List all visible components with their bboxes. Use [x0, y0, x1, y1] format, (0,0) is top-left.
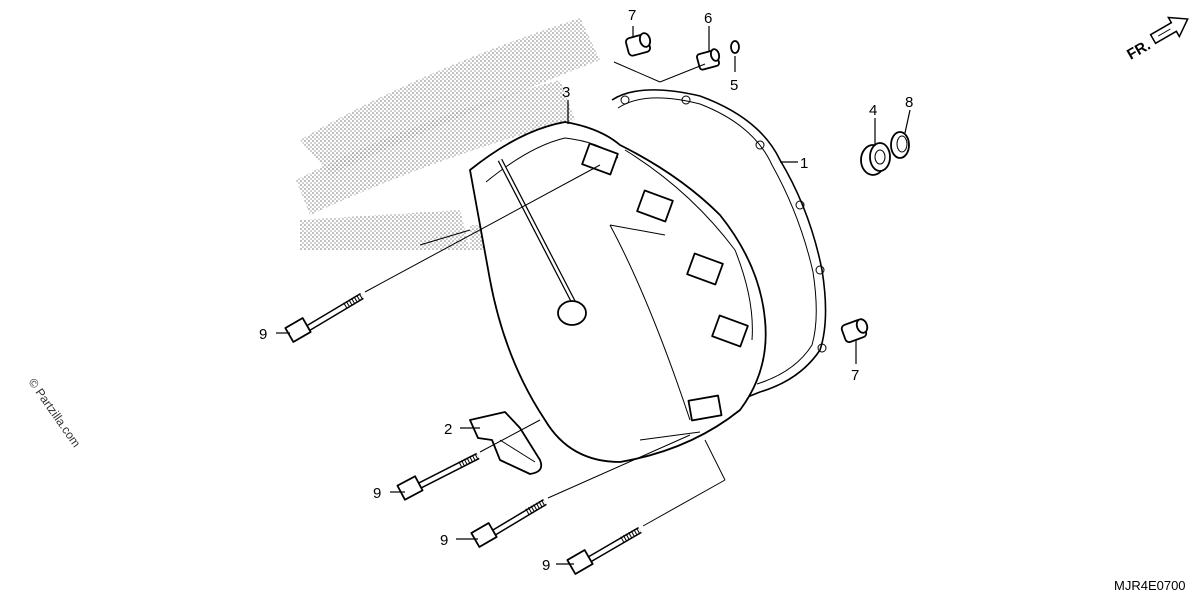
flange-bolt-1 — [284, 292, 364, 343]
callout-9-c: 9 — [440, 532, 448, 549]
collar — [696, 48, 721, 71]
snap-ring — [890, 131, 910, 159]
callout-9-d: 9 — [542, 557, 550, 574]
callout-3: 3 — [562, 84, 570, 101]
front-direction-label: FR. — [1124, 37, 1153, 64]
flange-bolt-2 — [396, 452, 480, 501]
callout-9-a: 9 — [259, 326, 267, 343]
o-ring — [730, 40, 740, 54]
callout-7-top: 7 — [628, 7, 636, 24]
leader-lines — [276, 26, 911, 565]
dowel-pin-right — [840, 318, 869, 343]
cover-gasket — [611, 89, 827, 441]
flange-bolt-3 — [470, 498, 547, 548]
watermark: © Partzilla.com — [26, 376, 84, 450]
callout-7-right: 7 — [851, 367, 859, 384]
callout-4: 4 — [869, 102, 877, 119]
clutch-cover — [469, 121, 767, 463]
diagram-code: MJR4E0700 — [1114, 578, 1186, 593]
arrow-right-icon — [1149, 16, 1189, 45]
callout-6: 6 — [704, 10, 712, 27]
bearing — [860, 142, 891, 176]
callouts: 7 6 5 3 1 4 8 7 9 2 9 9 9 — [259, 7, 913, 574]
callout-1: 1 — [800, 155, 808, 172]
front-direction-indicator: FR. — [1124, 16, 1189, 64]
flange-bolt-4 — [566, 526, 642, 575]
callout-8: 8 — [905, 94, 913, 111]
callout-2: 2 — [444, 421, 452, 438]
callout-9-b: 9 — [373, 485, 381, 502]
dowel-pin-top — [625, 32, 652, 57]
callout-5: 5 — [730, 77, 738, 94]
gasket-bolt-holes — [620, 95, 827, 353]
